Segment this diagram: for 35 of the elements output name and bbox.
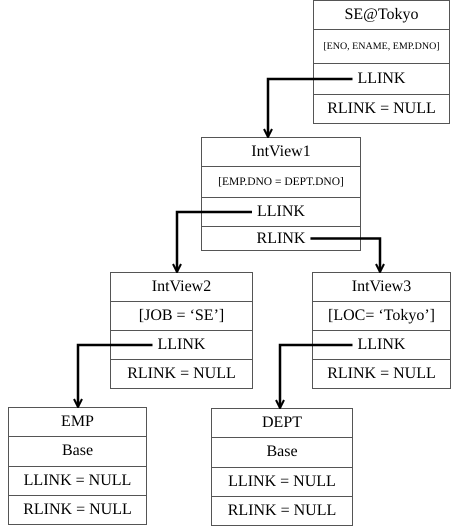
table-title: IntView2 — [152, 278, 212, 296]
table-condition: [JOB = ‘SE’] — [138, 307, 224, 325]
table-title: SE@Tokyo — [344, 6, 419, 24]
table-condition: [ENO, ENAME, EMP.DNO] — [323, 41, 440, 52]
table-title: IntView3 — [352, 278, 412, 296]
arrow — [172, 210, 252, 273]
table-title: EMP — [61, 413, 94, 432]
link-field: RLINK = NULL — [228, 502, 336, 520]
link-field: LLINK = NULL — [24, 472, 132, 490]
arrow — [310, 237, 385, 273]
table-condition: Base — [266, 443, 298, 462]
link-field: LLINK — [358, 336, 406, 354]
link-field: RLINK = NULL — [327, 100, 436, 118]
arrow — [263, 78, 352, 138]
record-table — [211, 408, 353, 526]
link-field: LLINK — [257, 203, 305, 221]
record-table — [110, 272, 253, 389]
table-condition: [LOC= ‘Tokyo’] — [328, 307, 435, 325]
table-title: IntView1 — [251, 143, 311, 161]
arrow — [275, 344, 352, 409]
link-field: LLINK — [358, 70, 406, 88]
link-field: RLINK = NULL — [327, 365, 436, 383]
link-field: LLINK = NULL — [228, 472, 336, 491]
table-condition: [EMP.DNO = DEPT.DNO] — [218, 176, 344, 188]
record-table — [312, 272, 451, 389]
link-field: RLINK = NULL — [23, 500, 132, 519]
link-field: LLINK — [158, 336, 206, 354]
record-table — [201, 137, 361, 251]
link-field: RLINK — [256, 230, 306, 248]
table-condition: Base — [62, 442, 94, 460]
record-table — [8, 407, 147, 525]
table-title: DEPT — [262, 414, 302, 432]
record-table — [313, 0, 450, 124]
arrow — [73, 344, 152, 408]
link-field: RLINK = NULL — [127, 365, 236, 383]
